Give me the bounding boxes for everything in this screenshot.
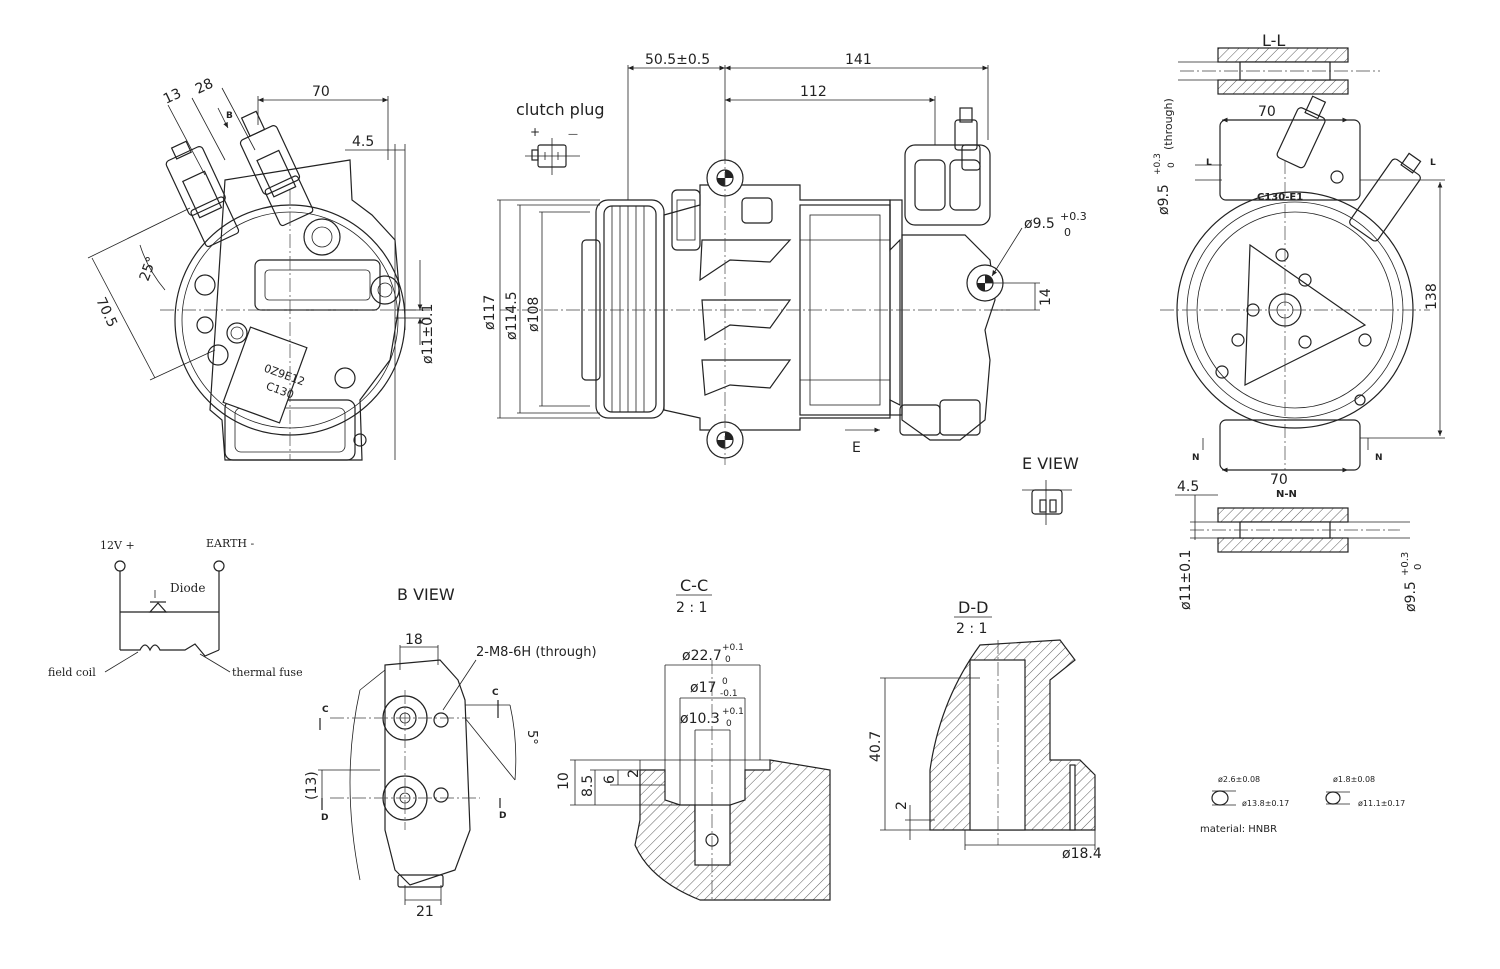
dim-d22-7-tol-up: +0.1 <box>722 643 744 653</box>
dim-h2-cc: 2 <box>626 769 642 778</box>
dd-scale: 2 : 1 <box>956 621 987 637</box>
dim-h2-dd: 2 <box>894 801 910 810</box>
dim-d22-7-tol-low: 0 <box>725 655 731 665</box>
cc-scale: 2 : 1 <box>676 600 707 616</box>
dim-d114-5: ø114.5 <box>504 291 520 340</box>
wiring-earth-label: EARTH - <box>206 537 254 550</box>
dim-d9-5-main-tol-low: 0 <box>1064 226 1071 239</box>
clutch-plug-plus: + <box>530 125 540 139</box>
wiring-plus-label: 12V + <box>100 539 135 552</box>
dim-d10-3-tol-low: 0 <box>726 719 732 729</box>
dim-d9-5-right-tol-low: 0 <box>1167 162 1177 168</box>
dim-d17-tol-up: 0 <box>722 677 728 687</box>
dim-d9-5-right: ø9.5 <box>1156 184 1172 215</box>
dim-141: 141 <box>845 52 872 68</box>
marker-l-right: L <box>1430 158 1436 168</box>
dim-4-5-nn: 4.5 <box>1177 479 1199 495</box>
dim-d10-3-tol-up: +0.1 <box>722 707 744 717</box>
dd-title: D-D <box>958 598 988 617</box>
marker-d-left: D <box>321 813 328 823</box>
dim-18-b: 18 <box>405 632 423 648</box>
dim-h6: 6 <box>602 775 618 784</box>
dim-21-b: 21 <box>416 904 434 920</box>
right-model-label: C130-E1 <box>1257 192 1303 203</box>
dim-70-left: 70 <box>312 84 330 100</box>
dim-d117: ø117 <box>482 295 498 330</box>
dim-h40-7: 40.7 <box>868 731 884 762</box>
dim-d9-5-main-tol-up: +0.3 <box>1060 210 1087 223</box>
dim-d9-5-nn-tol-low: 0 <box>1413 564 1424 570</box>
dim-d10-3: ø10.3 <box>680 711 720 727</box>
wiring-field-coil-label: field coil <box>48 666 96 679</box>
dim-d9-5-right-tol-up: +0.3 <box>1153 153 1163 175</box>
dim-d22-7: ø22.7 <box>682 648 722 664</box>
dim-d11-left: ø11±0.1 <box>420 304 436 364</box>
dim-28-left: 28 <box>193 76 216 98</box>
dim-14: 14 <box>1038 288 1054 306</box>
dim-138: 138 <box>1424 283 1440 310</box>
e-view: E VIEW <box>1022 454 1079 525</box>
dim-d17-tol-low: -0.1 <box>720 689 738 699</box>
cc-section: C-C 2 : 1 ø22.7 +0.1 0 ø17 0 -0.1 ø10.3 … <box>556 576 831 901</box>
dim-112: 112 <box>800 84 827 100</box>
dim-d11-nn: ø11±0.1 <box>1178 550 1194 610</box>
orings: ø2.6±0.08 ø13.8±0.17 ø1.8±0.08 ø11.1±0.1… <box>1200 775 1405 835</box>
dim-d18-4: ø18.4 <box>1062 846 1102 862</box>
wiring-thermal-fuse-label: thermal fuse <box>232 666 303 679</box>
wiring-diagram: 12V + EARTH - Diode field coil thermal f… <box>48 537 303 679</box>
cc-title: C-C <box>680 576 708 595</box>
dim-thread-b: 2-M8-6H (through) <box>476 645 597 660</box>
oring2-inner: ø11.1±0.17 <box>1358 799 1405 808</box>
dim-d17: ø17 <box>690 680 716 696</box>
marker-c-left: C <box>322 705 329 715</box>
dim-70-right-top: 70 <box>1258 104 1276 120</box>
left-side-view: C130 0Z9E12 70 13 28 B 4.5 ø11±0.1 7 <box>87 76 436 461</box>
dim-h10: 10 <box>556 772 572 790</box>
oring1-cross: ø2.6±0.08 <box>1218 775 1260 784</box>
b-view: B VIEW 18 2-M8-6H (through) 21 (13) 5° <box>304 585 597 920</box>
marker-c-right: C <box>492 688 499 698</box>
oring2-cross: ø1.8±0.08 <box>1333 775 1375 784</box>
dim-d108: ø108 <box>526 297 542 332</box>
oring-material: material: HNBR <box>1200 824 1277 835</box>
marker-n-left: N <box>1192 453 1200 463</box>
clutch-plug-minus: — <box>568 129 578 140</box>
marker-l-left: L <box>1206 158 1212 168</box>
arrow-e-label: E <box>852 440 861 456</box>
dim-h8-5: 8.5 <box>580 775 596 797</box>
dd-section: D-D 2 : 1 40.7 2 ø18.4 <box>868 598 1102 862</box>
oring1-inner: ø13.8±0.17 <box>1242 799 1289 808</box>
marker-d-right: D <box>499 811 506 821</box>
ll-title: L-L <box>1262 31 1285 50</box>
e-view-title: E VIEW <box>1022 454 1079 473</box>
dim-5deg-b: 5° <box>524 730 539 745</box>
dim-25deg-left: 25° <box>137 255 161 284</box>
dim-70-right-bottom: 70 <box>1270 472 1288 488</box>
dim-4-5-left: 4.5 <box>352 134 374 150</box>
nn-section: N-N 4.5 ø11±0.1 ø9.5 +0.3 0 <box>1175 479 1424 612</box>
marker-n-right: N <box>1375 453 1383 463</box>
dim-13-left: 13 <box>161 86 184 108</box>
dim-d9-5-nn-tol-up: +0.3 <box>1400 552 1411 576</box>
wiring-diode-label: Diode <box>170 581 205 595</box>
nn-title: N-N <box>1276 489 1297 500</box>
dim-d9-5-right-note: (through) <box>1162 98 1175 150</box>
dim-50-5: 50.5±0.5 <box>645 52 710 68</box>
dim-70-5-left: 70.5 <box>92 295 120 330</box>
dim-d9-5-nn: ø9.5 <box>1403 581 1419 612</box>
dim-13-b: (13) <box>304 771 320 800</box>
clutch-plug: clutch plug + — <box>516 100 605 175</box>
right-rear-view: L-L C130-E1 <box>1153 31 1445 488</box>
main-front-view: ø117 ø114.5 ø108 50.5±0.5 141 112 ø9.5 +… <box>482 52 1087 465</box>
dim-d9-5-main: ø9.5 <box>1024 216 1055 232</box>
b-view-title: B VIEW <box>397 585 455 604</box>
clutch-plug-title: clutch plug <box>516 100 605 119</box>
arrow-b-label: B <box>226 111 233 121</box>
